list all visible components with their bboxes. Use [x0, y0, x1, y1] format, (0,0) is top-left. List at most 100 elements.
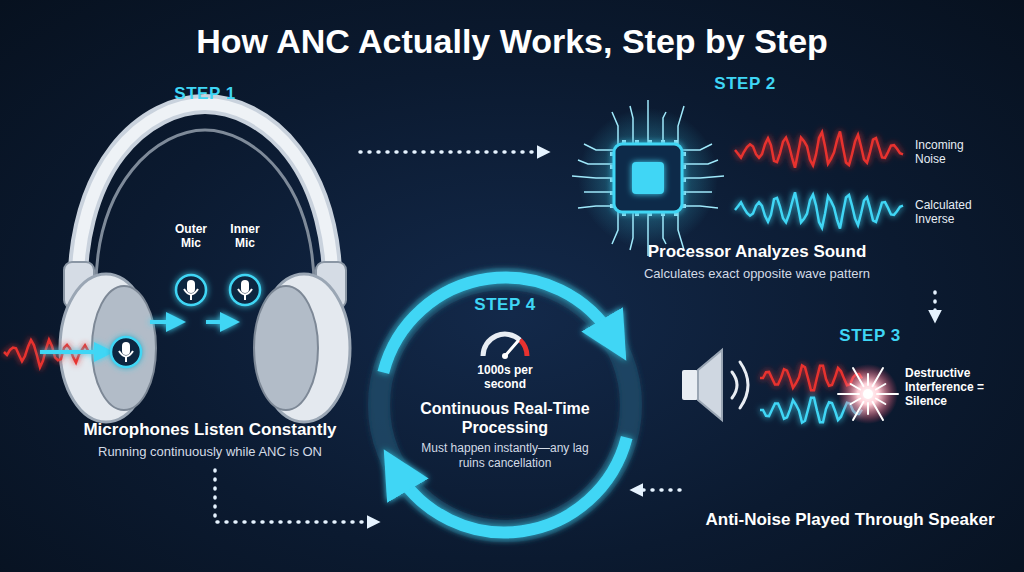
processor-chip	[682, 144, 712, 150]
processor-chip	[612, 212, 618, 244]
interference-burst	[853, 368, 864, 386]
microphone-icon	[230, 275, 260, 305]
microphone-icon	[176, 275, 206, 305]
microphone-icon	[111, 337, 141, 367]
mic-label: Outer Mic	[168, 222, 214, 250]
interference-burst	[851, 384, 861, 390]
interference-burst	[867, 403, 869, 414]
headphones	[96, 130, 314, 300]
interference-burst	[873, 368, 884, 386]
signal-wave	[735, 192, 903, 228]
step-label: STEP 3	[810, 326, 930, 346]
speed-gauge	[502, 353, 508, 359]
headphones	[92, 286, 156, 410]
interference-burst	[877, 393, 898, 395]
microphone-icon	[187, 280, 195, 293]
interference-burst	[863, 389, 873, 399]
processor-chip	[663, 112, 666, 144]
microphone-icon	[111, 337, 141, 367]
processor-chip	[630, 106, 633, 144]
processor-chip	[614, 144, 682, 212]
sound-arrow	[150, 320, 176, 324]
step-label: STEP 4	[455, 295, 555, 315]
step-heading: Microphones Listen Constantly	[45, 420, 375, 440]
processor-chip	[647, 100, 649, 144]
step-heading: Anti-Noise Played Through Speaker	[685, 510, 1015, 530]
step-description: Running continuously while ANC is ON	[45, 444, 375, 460]
flow-connector	[635, 488, 680, 492]
interference-burst	[876, 399, 886, 405]
step-group: STEP 1Microphones Listen ConstantlyRunni…	[20, 70, 360, 470]
speed-gauge	[483, 334, 520, 356]
processor-chip	[663, 212, 666, 244]
microphone-icon	[241, 280, 249, 293]
speaker-icon	[732, 372, 737, 398]
rate-label: 1000s per second	[469, 363, 541, 391]
speaker-icon	[740, 362, 748, 408]
microphone-icon	[230, 275, 260, 305]
interference-burst	[838, 368, 898, 420]
processor-chip	[572, 176, 614, 178]
step-description: Calculates exact opposite wave pattern	[587, 266, 927, 282]
cycle-arrows	[383, 278, 614, 373]
step-group: STEP 3 Anti-Noise Played Through Speaker	[680, 318, 1015, 550]
step-heading: Processor Analyzes Sound	[597, 242, 917, 262]
step-heading: Continuous Real-Time Processing	[405, 399, 605, 437]
step-label: STEP 2	[685, 74, 805, 94]
step-group: STEP 2 Processor Analyzes SoundCalculates…	[545, 70, 1010, 292]
speaker-icon	[682, 370, 698, 400]
step-label: STEP 1	[145, 84, 265, 104]
microphone-icon	[119, 351, 133, 357]
processor-chip	[578, 160, 614, 164]
headphones	[254, 286, 318, 410]
cycle-arrows	[379, 278, 631, 533]
flow-connector	[360, 150, 545, 154]
processor-chip	[578, 206, 614, 208]
microphone-icon	[122, 342, 130, 355]
wave-label: Incoming Noise	[915, 138, 997, 166]
result-label: Destructive Interference = Silence	[905, 366, 1005, 408]
speed-gauge	[520, 340, 527, 356]
wave-label: Calculated Inverse	[915, 198, 997, 226]
mic-label: Inner Mic	[222, 222, 268, 250]
microphone-icon	[184, 289, 198, 295]
interference-burst	[851, 399, 861, 405]
processor-chip	[682, 160, 718, 164]
processor-chip	[682, 206, 718, 208]
step-description: Must happen instantly—any lag ruins canc…	[410, 441, 600, 471]
interference-burst	[838, 364, 898, 424]
processor-chip	[682, 176, 724, 178]
headphones	[60, 104, 350, 422]
processor-chip	[584, 191, 614, 193]
flow-connector	[933, 292, 937, 318]
cycle-arrows	[396, 438, 627, 533]
flow-connector	[215, 470, 375, 522]
processor-chip	[682, 191, 712, 193]
processor-chip	[630, 212, 633, 250]
interference-burst	[873, 402, 884, 420]
processor-chip	[584, 144, 614, 150]
step-group: STEP 4 1000s per secondContinuous Real-Ti…	[375, 275, 635, 535]
processor-chip	[632, 162, 664, 194]
sound-arrow	[40, 350, 104, 354]
interference-burst	[853, 402, 864, 420]
signal-wave	[735, 131, 903, 167]
interference-burst	[876, 384, 886, 390]
microphone-icon	[244, 295, 246, 300]
microphone-icon	[190, 295, 192, 300]
speed-gauge	[483, 334, 527, 359]
microphone-icon	[176, 275, 206, 305]
microphone-icon	[111, 275, 260, 367]
speaker-icon	[698, 350, 722, 420]
processor-chip	[612, 112, 618, 144]
sound-arrow	[206, 320, 230, 324]
interference-burst	[838, 364, 898, 424]
processor-chip	[678, 106, 684, 144]
interference-burst	[867, 374, 869, 385]
diagram-title: How ANC Actually Works, Step by Step	[0, 22, 1024, 61]
microphone-icon	[238, 289, 252, 295]
interference-burst	[838, 393, 859, 395]
